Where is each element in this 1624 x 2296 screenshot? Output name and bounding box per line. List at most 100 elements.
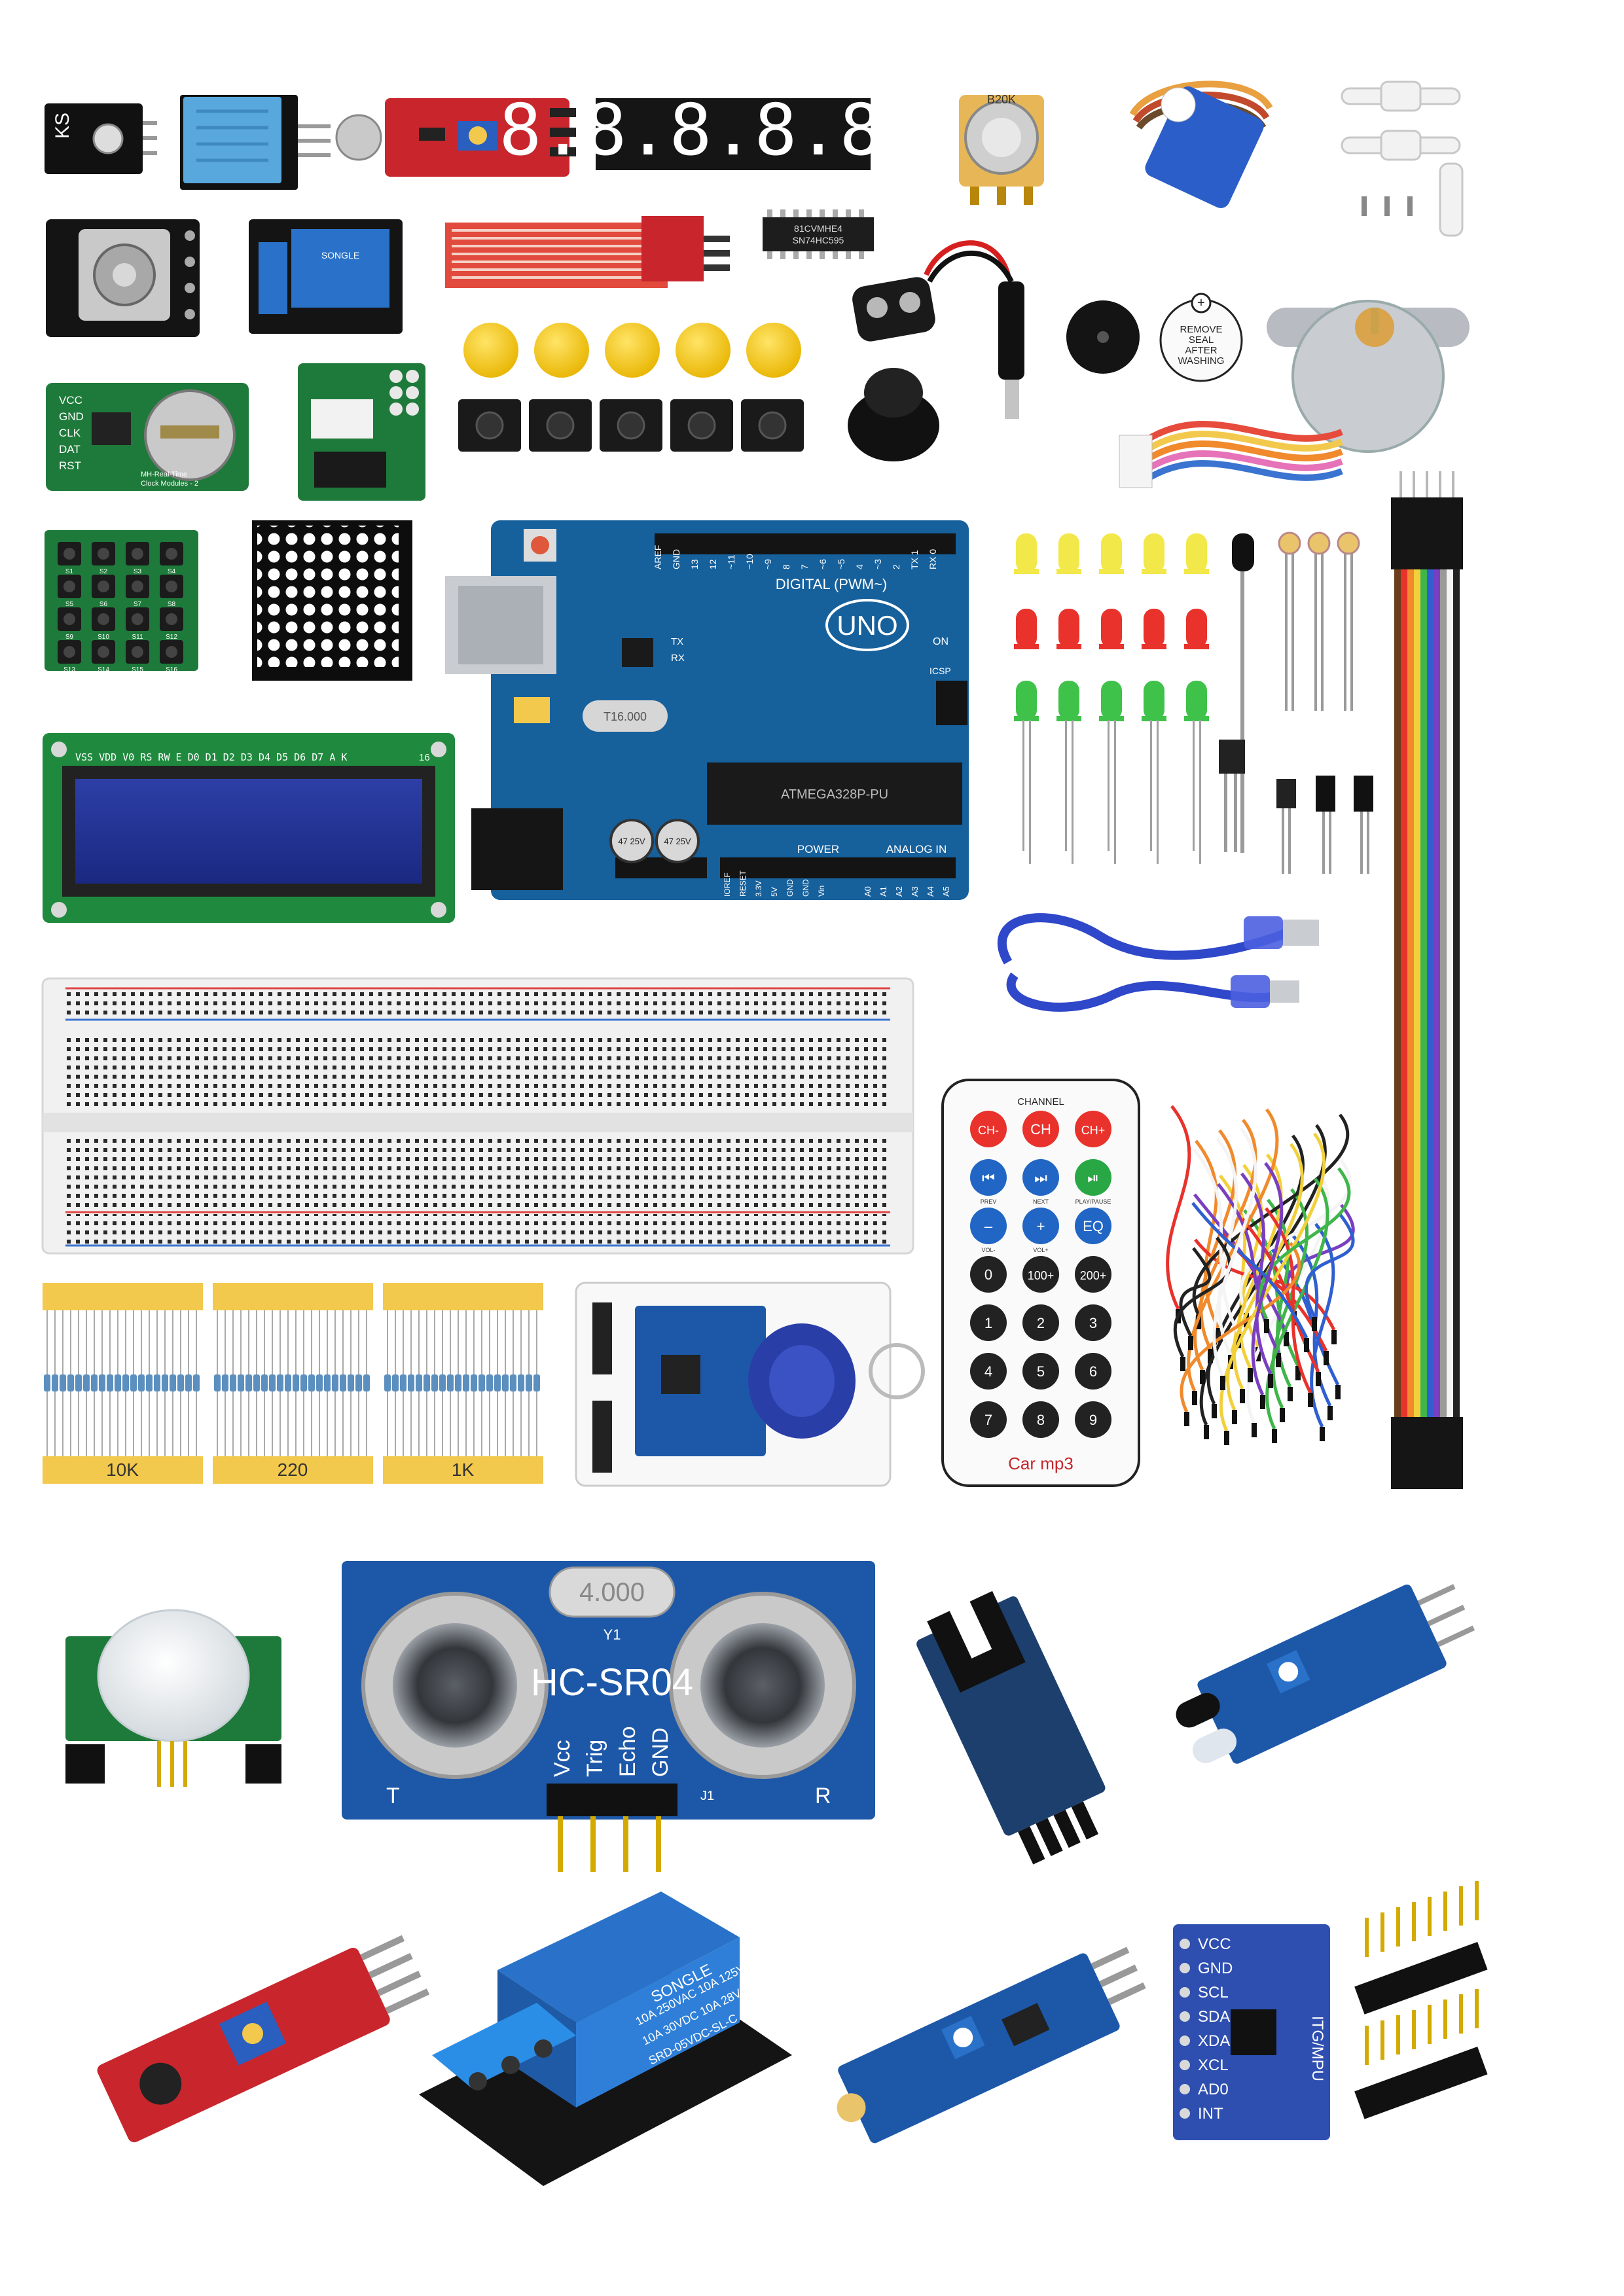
ultrasonic-name: HC-SR04 [531, 1661, 693, 1704]
button-caps [463, 323, 801, 378]
led [1056, 609, 1081, 649]
keypad-key: S3 [126, 542, 149, 575]
buzzer-line1: REMOVE [1180, 324, 1222, 335]
arduino-analog-pin-label: A3 [910, 886, 920, 897]
arduino-icsp: ICSP [929, 666, 951, 676]
buzzer-line3: AFTER [1185, 345, 1217, 356]
arduino-power-pin-label: GND [801, 879, 810, 897]
rtc-label1: MH-Real-Time [141, 471, 187, 478]
arduino-chip: ATMEGA328P-PU [781, 787, 888, 802]
keypad-key-label: S4 [168, 568, 176, 575]
led [1056, 533, 1081, 574]
remote-button-label: + [1037, 1218, 1045, 1234]
stepper-driver-board [298, 363, 425, 501]
remote-button-label: 100+ [1028, 1269, 1055, 1282]
buzzer: + REMOVE SEAL AFTER WASHING [1066, 293, 1243, 382]
remote-title: CHANNEL [1017, 1096, 1064, 1107]
led [1014, 681, 1039, 721]
remote-button: ⏯PLAY/PAUSE [1075, 1159, 1111, 1205]
arduino-digital-pin-label: ~3 [873, 559, 883, 569]
segment-digits: 8.8.8.8.8.8 [499, 90, 967, 171]
arduino-analog-pin-label: A1 [878, 886, 888, 897]
arduino-digital-pin-label: 7 [799, 564, 810, 569]
arduino-logo: UNO [837, 610, 897, 641]
arduino-power-pin-label: RESET [738, 870, 748, 897]
keypad-key-label: S2 [99, 568, 108, 575]
mpu-pin-1: GND [1198, 1960, 1233, 1977]
keypad-key: S5 [58, 575, 81, 608]
remote-button-label: 3 [1089, 1315, 1097, 1331]
keypad-key: S11 [126, 607, 149, 641]
svg-text:KS: KS [52, 113, 73, 139]
lcd-pin-labels: VSS VDD V0 RS RW E D0 D1 D2 D3 D4 D5 D6 … [75, 751, 347, 763]
lcd-pin-end: 16 [419, 752, 430, 763]
servo-motor [1129, 81, 1273, 208]
remote-button: 4 [970, 1353, 1007, 1390]
arduino-power-pin-label: Vin [817, 886, 826, 897]
led [1099, 609, 1124, 649]
led [1014, 533, 1039, 574]
keypad-key-label: S8 [168, 601, 176, 608]
arduino-power-pin-label: 5V [770, 887, 779, 897]
remote-button: 100+ [1022, 1256, 1059, 1293]
led [1056, 681, 1081, 721]
keypad-key: S7 [126, 575, 149, 608]
remote-button-sub: NEXT [1033, 1198, 1049, 1205]
remote-button: 1 [970, 1304, 1007, 1341]
ultrasonic-crystal: 4.000 [579, 1578, 645, 1607]
remote-button: 6 [1075, 1353, 1111, 1390]
transistors-tilt [1276, 776, 1373, 874]
remote-button-label: ⏭ [1034, 1170, 1047, 1186]
sound-sensor-module [97, 1935, 430, 2143]
mpu-name: ITG/MPU [1308, 2016, 1326, 2081]
remote-button-label: 6 [1089, 1363, 1097, 1380]
battery-clip-cable [852, 240, 1024, 419]
keypad-key-label: S6 [99, 601, 108, 608]
tactile-switches [458, 399, 804, 452]
remote-button: –VOL- [970, 1208, 1007, 1253]
keypad-key: S8 [160, 575, 183, 608]
remote-button: CH- [970, 1111, 1007, 1147]
keypad-key-label: S5 [65, 601, 74, 608]
remote-brand: Car mp3 [1008, 1454, 1074, 1473]
remote-button: 200+ [1075, 1256, 1111, 1293]
dht11-sensor [180, 95, 331, 190]
arduino-rx: RX [671, 653, 685, 664]
remote-button: 0 [970, 1256, 1007, 1293]
remote-button: CH [1022, 1111, 1059, 1147]
ic-line1: 81CVMHE4 [794, 223, 842, 234]
arduino-digital-pin-label: AREF [653, 545, 663, 569]
arduino-digital-pin-label: 12 [708, 559, 718, 569]
light-sensor-module [837, 1946, 1146, 2144]
remote-button-label: 4 [984, 1363, 992, 1380]
keypad-key-label: S12 [166, 634, 177, 641]
led [1184, 533, 1209, 574]
keypad-key-label: S1 [65, 568, 74, 575]
stepper-motor [1119, 300, 1470, 488]
svg-text:+: + [1197, 296, 1205, 310]
arduino-digital: DIGITAL (PWM~) [776, 576, 888, 592]
arduino-digital-pin-label: 2 [891, 564, 901, 569]
ultrasonic-pin-1: Trig [583, 1740, 607, 1777]
resistor-value-label: 10K [106, 1460, 139, 1480]
arduino-digital-pin-label: RX 0 [928, 549, 938, 569]
keypad-key: S13 [58, 640, 81, 673]
remote-button: ⏮PREV [970, 1159, 1007, 1205]
ultrasonic-pin-2: Echo [615, 1727, 640, 1778]
rtc-pin-1: GND [59, 410, 84, 423]
led [1099, 533, 1124, 574]
keypad-key-label: S3 [134, 568, 142, 575]
potentiometer: B20K [959, 93, 1044, 205]
pot-label: B20K [987, 93, 1016, 106]
arduino-cap2: 47 25V [664, 836, 691, 846]
water-level-sensor [445, 216, 730, 288]
arduino-digital-pin-label: TX 1 [909, 550, 920, 569]
arduino-analog-pin-label: A2 [894, 886, 904, 897]
mpu-pin-6: AD0 [1198, 2081, 1229, 2098]
mpu-pin-4: XDA [1198, 2032, 1230, 2050]
joystick-cap [848, 368, 939, 461]
remote-button-sub: VOL- [981, 1247, 995, 1253]
arduino-digital-pin-label: ~10 [744, 554, 755, 569]
led [1142, 533, 1166, 574]
